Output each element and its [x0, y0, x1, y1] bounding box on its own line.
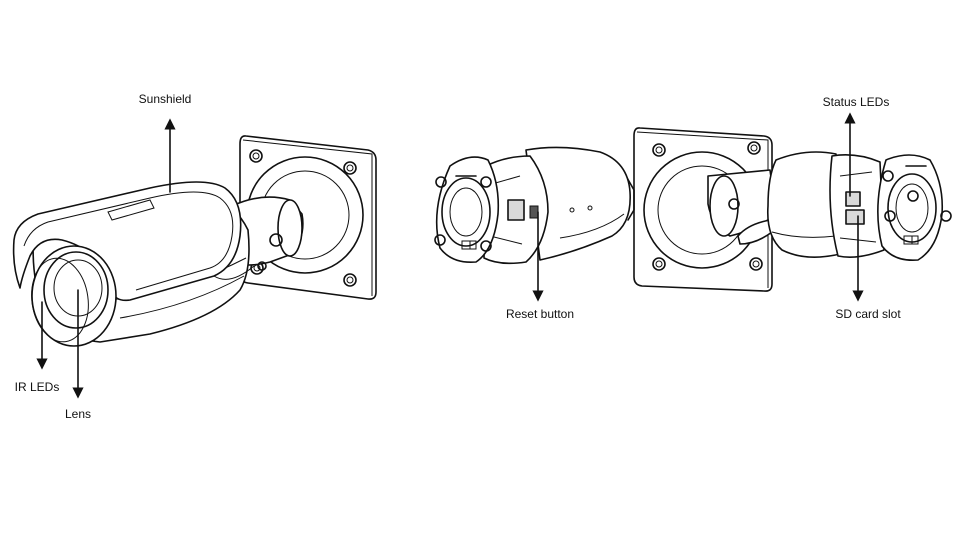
reset-button-label: Reset button — [506, 307, 574, 321]
screw — [747, 141, 761, 155]
lens-callout: Lens — [65, 289, 91, 421]
screw — [749, 257, 763, 271]
sunshield-callout: Sunshield — [139, 92, 192, 193]
ir-leds-callout: IR LEDs — [15, 301, 60, 394]
housing-barrel-right — [766, 151, 841, 258]
status-leds-callout: Status LEDs — [823, 95, 890, 197]
screw — [343, 161, 357, 175]
exploded-camera — [434, 127, 952, 292]
assembled-camera — [12, 135, 377, 347]
ir-led-ring — [31, 257, 89, 343]
housing-barrel-left — [525, 146, 631, 261]
mounting-ring-right — [877, 154, 952, 262]
screw — [652, 257, 666, 271]
lens — [31, 245, 117, 347]
sd-card-slot-label: SD card slot — [835, 307, 901, 321]
lens-label: Lens — [65, 407, 91, 421]
right-mount-arm — [625, 169, 777, 245]
sunshield-label: Sunshield — [139, 92, 192, 106]
reset-button-callout: Reset button — [506, 211, 574, 321]
screw — [652, 143, 666, 157]
sunshield — [12, 181, 255, 302]
screw — [343, 273, 357, 287]
mounting-ring-left — [434, 156, 500, 264]
status-leds-label: Status LEDs — [823, 95, 890, 109]
internal-module-right — [829, 154, 885, 258]
ir-leds-label: IR LEDs — [15, 380, 60, 394]
screw — [249, 149, 263, 163]
sd-card-slot-callout: SD card slot — [835, 215, 901, 321]
right-mount-plate — [633, 127, 773, 292]
internal-module-left — [483, 155, 549, 265]
